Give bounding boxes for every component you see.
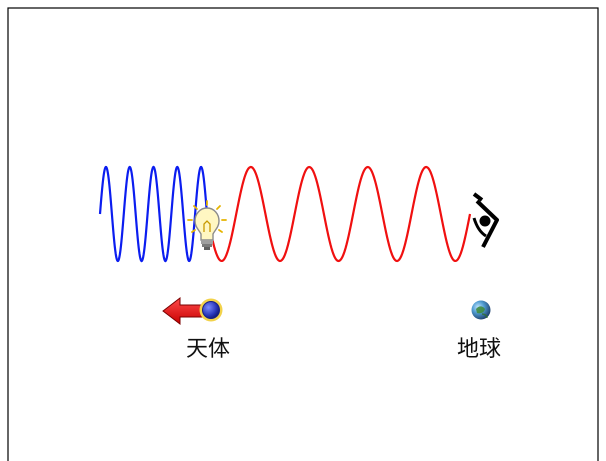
redshift-wave bbox=[205, 165, 472, 263]
celestial-body-icon bbox=[199, 298, 223, 322]
eye-icon bbox=[472, 192, 499, 248]
light-bulb-icon bbox=[187, 200, 227, 250]
diagram-border bbox=[7, 7, 599, 461]
earth-label: 地球 bbox=[457, 337, 502, 362]
blueshift-wave bbox=[98, 165, 209, 263]
earth-icon bbox=[471, 300, 491, 320]
celestial-body-label: 天体 bbox=[186, 337, 231, 362]
left-arrow-icon bbox=[162, 296, 206, 326]
